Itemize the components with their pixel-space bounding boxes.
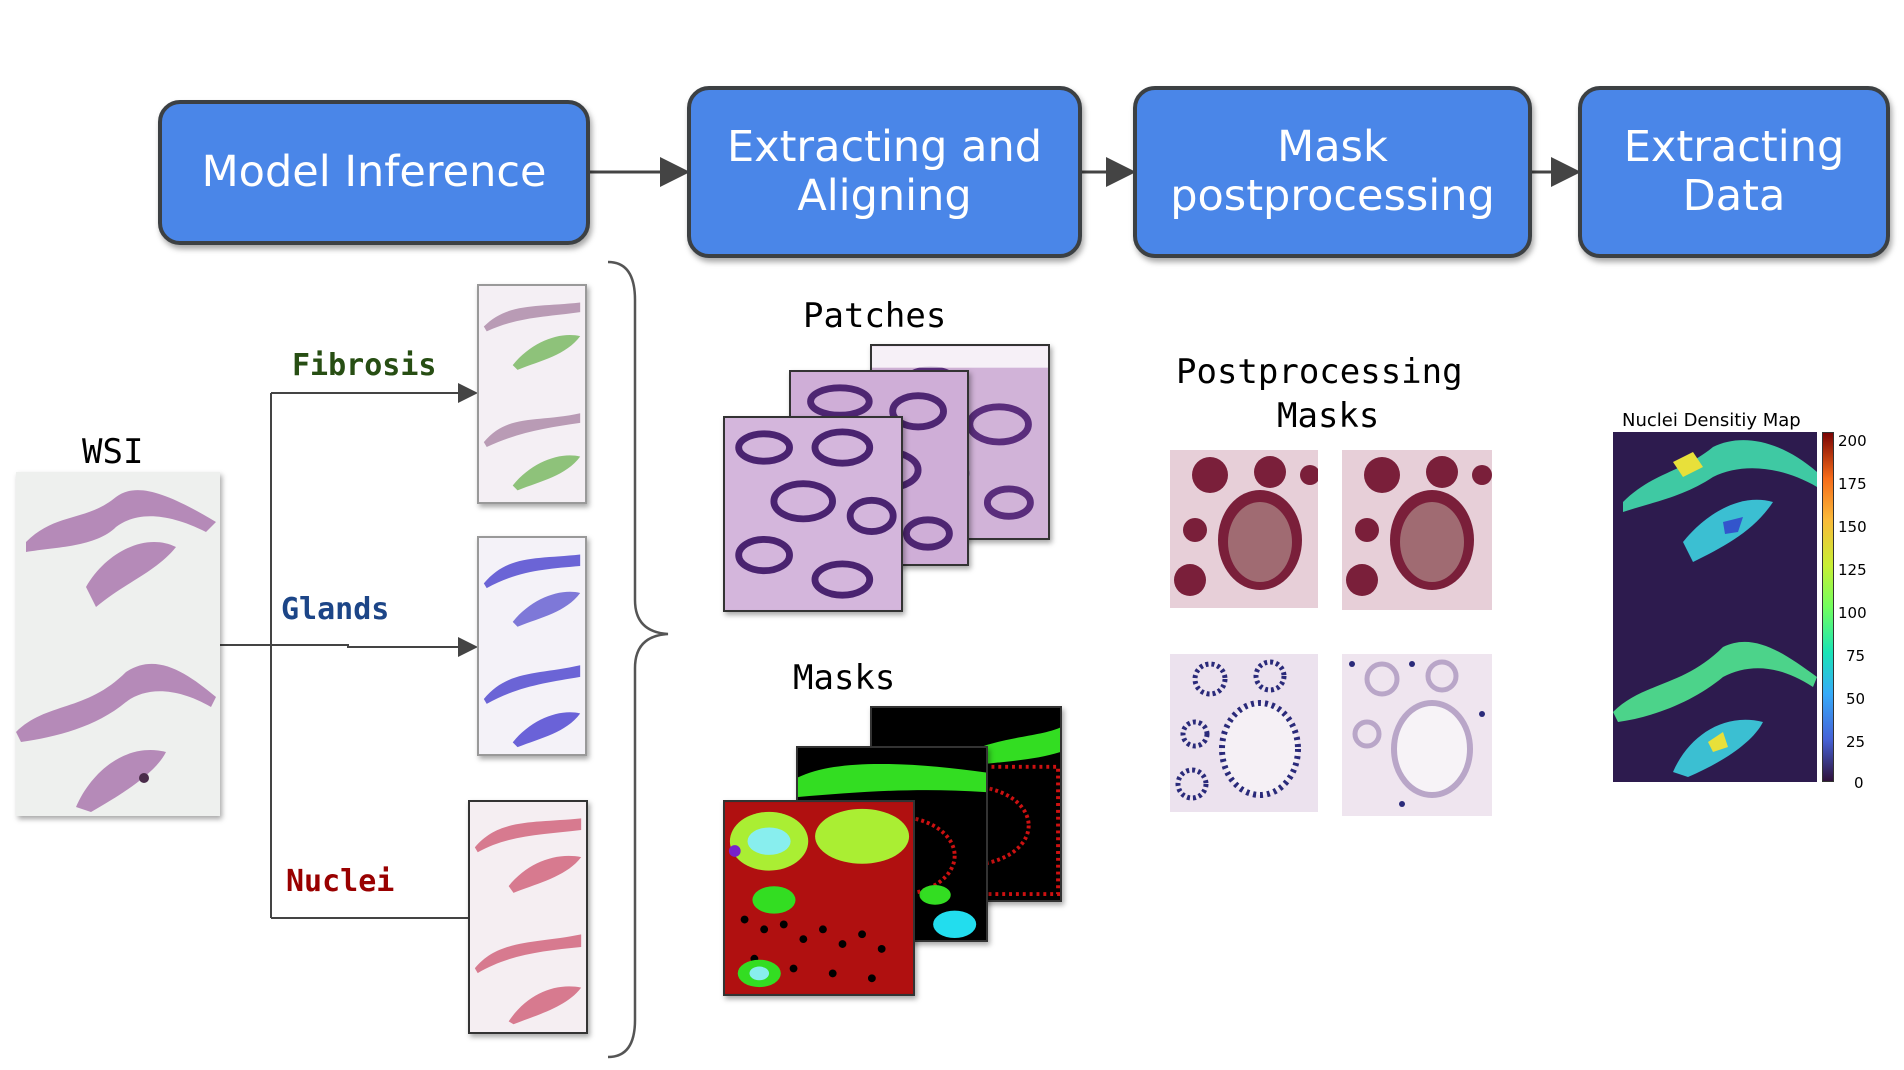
postprocessing-label-line1: Postprocessing [1176, 352, 1463, 392]
colorbar-tick: 75 [1846, 647, 1866, 665]
colorbar-tick: 200 [1838, 432, 1867, 450]
nuclei-density-map [1613, 432, 1817, 782]
curly-brace [607, 260, 669, 1059]
colorbar-tick: 25 [1846, 733, 1866, 751]
patch-front [723, 416, 903, 612]
step-model-inference-label: Model Inference [201, 147, 547, 197]
postprocessed-nuclei-before [1170, 654, 1318, 812]
step-extracting-data-line2: Data [1682, 171, 1786, 221]
step-extracting-data: Extracting Data [1578, 86, 1890, 258]
fibrosis-thumbnail [477, 284, 587, 504]
step-extracting-data-line1: Extracting [1623, 122, 1845, 172]
wsi-label: WSI [82, 432, 144, 472]
branch-lines [220, 392, 475, 919]
colorbar-tick: 50 [1846, 690, 1866, 708]
patches-label: Patches [803, 296, 947, 336]
mask-front [723, 800, 915, 996]
step-extracting-aligning: Extracting and Aligning [687, 86, 1082, 258]
step-model-inference: Model Inference [158, 100, 590, 245]
colorbar-tick: 0 [1854, 774, 1864, 792]
postprocessed-nuclei-after [1342, 654, 1492, 816]
wsi-image [16, 472, 220, 816]
postprocessed-glands-after [1342, 450, 1492, 610]
density-map-title: Nuclei Densitiy Map [1622, 410, 1801, 431]
nuclei-thumbnail [468, 800, 588, 1034]
step-extracting-aligning-line1: Extracting and [726, 122, 1043, 172]
step-extracting-aligning-line2: Aligning [797, 171, 972, 221]
step-mask-postprocessing: Mask postprocessing [1133, 86, 1532, 258]
masks-label: Masks [793, 658, 896, 698]
fibrosis-label: Fibrosis [292, 348, 437, 383]
density-colorbar [1822, 432, 1834, 782]
glands-label: Glands [281, 592, 390, 627]
step-mask-postprocessing-line2: postprocessing [1170, 171, 1495, 221]
colorbar-tick: 175 [1838, 475, 1867, 493]
colorbar-tick: 125 [1838, 561, 1867, 579]
colorbar-tick: 100 [1838, 604, 1867, 622]
postprocessing-label-line2: Masks [1277, 396, 1380, 436]
glands-thumbnail [477, 536, 587, 756]
colorbar-tick: 150 [1838, 518, 1867, 536]
postprocessed-glands-before [1170, 450, 1318, 608]
step-mask-postprocessing-line1: Mask [1277, 122, 1388, 172]
nuclei-label: Nuclei [286, 864, 395, 899]
